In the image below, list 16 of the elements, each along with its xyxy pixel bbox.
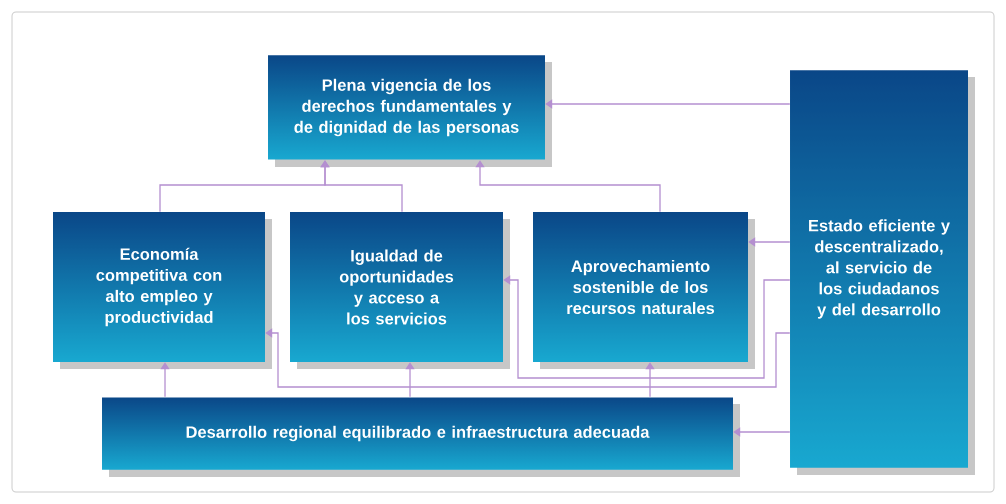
process-box: Aprovechamiento sostenible de los recursos naturales	[533, 212, 755, 369]
arrow	[748, 237, 791, 247]
process-box: Desarrollo regional equilibrado e infraestructura adecuada	[102, 397, 740, 477]
process-box: Economía competitiva con alto empleo y productividad	[53, 212, 272, 369]
process-box: Igualdad de oportunidades y acceso a los servicios	[290, 212, 510, 369]
arrow	[405, 362, 415, 398]
arrow	[475, 160, 661, 213]
arrow	[503, 275, 791, 379]
arrow	[320, 160, 403, 213]
arrow	[545, 99, 791, 109]
arrow	[733, 427, 791, 437]
process-box: Estado eficiente y descentralizado, al servicio de los ciudadanos y del desarrollo	[790, 70, 975, 475]
process-box: Plena vigencia de los derechos fundamentales y de dignidad de las personas	[268, 55, 552, 167]
arrow	[160, 362, 170, 398]
arrow	[645, 362, 655, 398]
arrow	[265, 328, 791, 388]
